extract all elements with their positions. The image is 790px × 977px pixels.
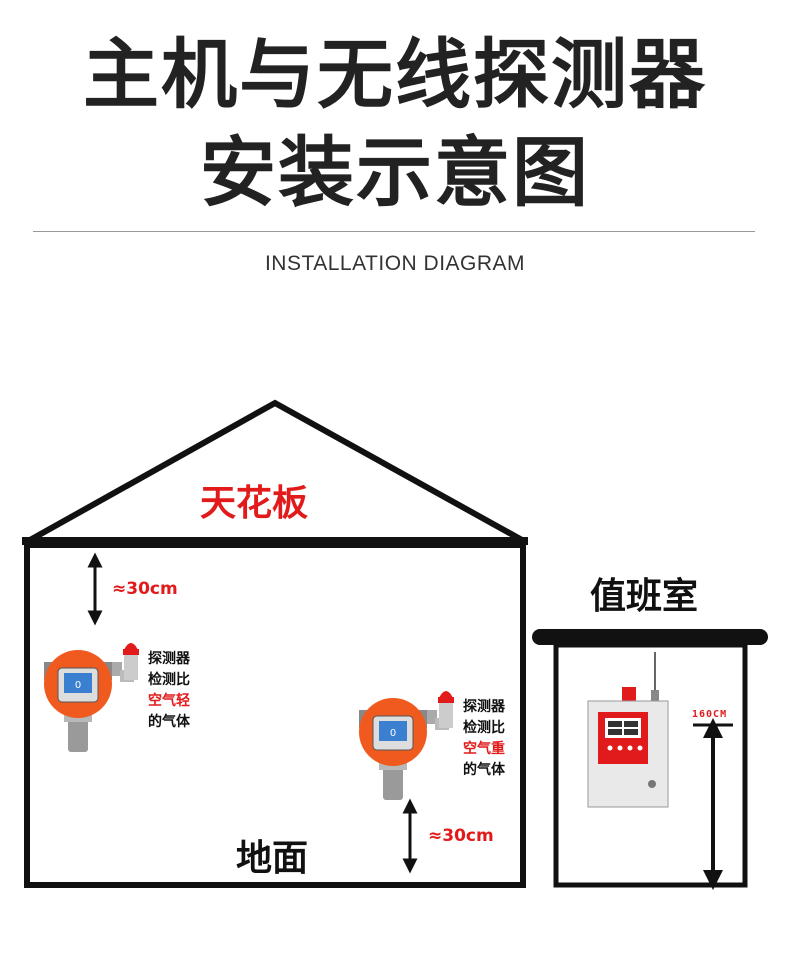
detector-sensor-body (383, 766, 403, 800)
house-walls (24, 542, 526, 888)
controller-host (587, 652, 669, 808)
floor-label: 地面 (236, 838, 309, 879)
detector-heavy-note: 探测器 检测比 空气重 的气体 (463, 699, 505, 778)
alarm-light (124, 643, 138, 650)
house-outline (22, 399, 528, 888)
title-divider (33, 231, 755, 232)
host-alarm-light (622, 687, 636, 701)
roof-line (28, 399, 524, 543)
detector-heavy-gas: 0 (359, 691, 454, 800)
ceiling-gap-label: ≈30cm (112, 579, 178, 599)
svg-text:0: 0 (390, 728, 396, 739)
detector-sensor-body (68, 718, 88, 752)
duty-room-label: 值班室 (590, 576, 699, 617)
ceiling-label: 天花板 (200, 483, 309, 524)
page-subtitle: INSTALLATION DIAGRAM (264, 252, 526, 275)
duty-room (532, 629, 768, 888)
page-title-line1: 主机与无线探测器 (83, 30, 707, 119)
host-lock (648, 780, 656, 788)
detector-screen (64, 673, 92, 693)
height-label: 160CM (692, 709, 728, 720)
detector-light-gas: 0 (44, 643, 139, 752)
detector-screen (379, 721, 407, 741)
alarm-light (439, 691, 453, 698)
duty-room-walls (553, 642, 748, 888)
svg-text:0: 0 (75, 680, 81, 691)
detector-light-note: 探测器 检测比 空气轻 的气体 (148, 651, 190, 730)
ceiling-beam (22, 537, 528, 545)
duty-room-roof (532, 629, 768, 645)
page-title-line2: 安装示意图 (200, 128, 590, 217)
floor-gap-label: ≈30cm (428, 826, 494, 846)
